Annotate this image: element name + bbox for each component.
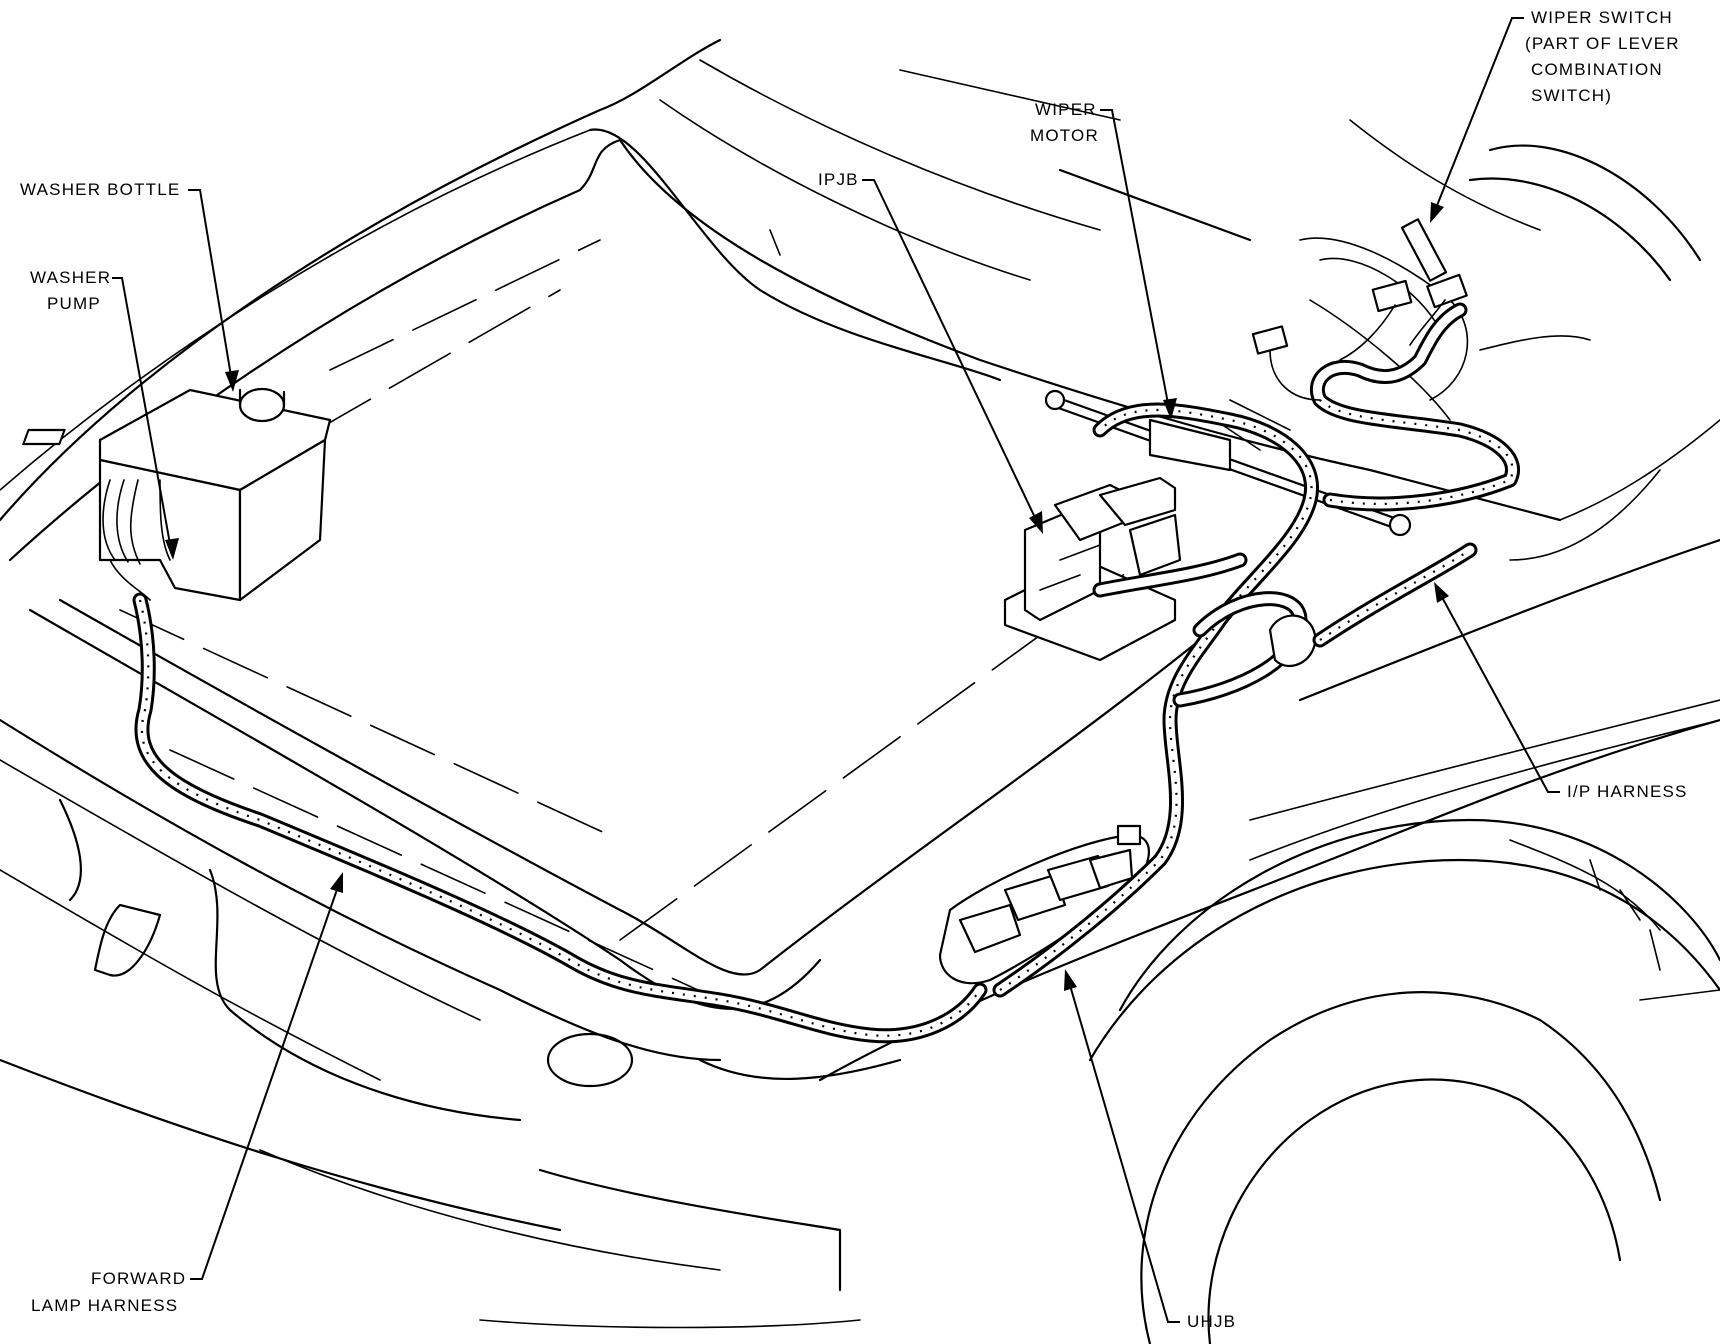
wiper-switch-label-line1: WIPER SWITCH xyxy=(1531,8,1673,27)
harnesses xyxy=(109,273,1520,1044)
car-body xyxy=(0,38,1720,1344)
forward-lamp-harness-label-line1: FORWARD xyxy=(91,1269,187,1288)
leader-lines xyxy=(112,17,1560,1323)
ipjb-box xyxy=(1003,476,1182,662)
uhjb-label: UHJB xyxy=(1187,1312,1237,1331)
uhjb-box xyxy=(938,824,1150,985)
wiper-switch-label-line2: (PART OF LEVER xyxy=(1525,34,1680,53)
steering-column xyxy=(1299,144,1702,421)
wiper-motor-label-line2: MOTOR xyxy=(1030,126,1099,145)
ipjb-label: IPJB xyxy=(818,170,859,189)
washer-bottle-label: WASHER BOTTLE xyxy=(20,180,181,199)
wiper-switch-label-line3: COMBINATION xyxy=(1531,60,1663,79)
forward-lamp-harness-label-line2: LAMP HARNESS xyxy=(31,1296,179,1315)
ip-harness-label: I/P HARNESS xyxy=(1567,782,1688,801)
wiper-motor-label-line1: WIPER xyxy=(1035,100,1097,119)
washer-bottle-shape xyxy=(22,387,332,602)
wiper-switch-label-line4: SWITCH) xyxy=(1531,86,1613,105)
washer-pump-label-line1: WASHER xyxy=(30,268,112,287)
washer-pump-label-line2: PUMP xyxy=(47,294,101,313)
